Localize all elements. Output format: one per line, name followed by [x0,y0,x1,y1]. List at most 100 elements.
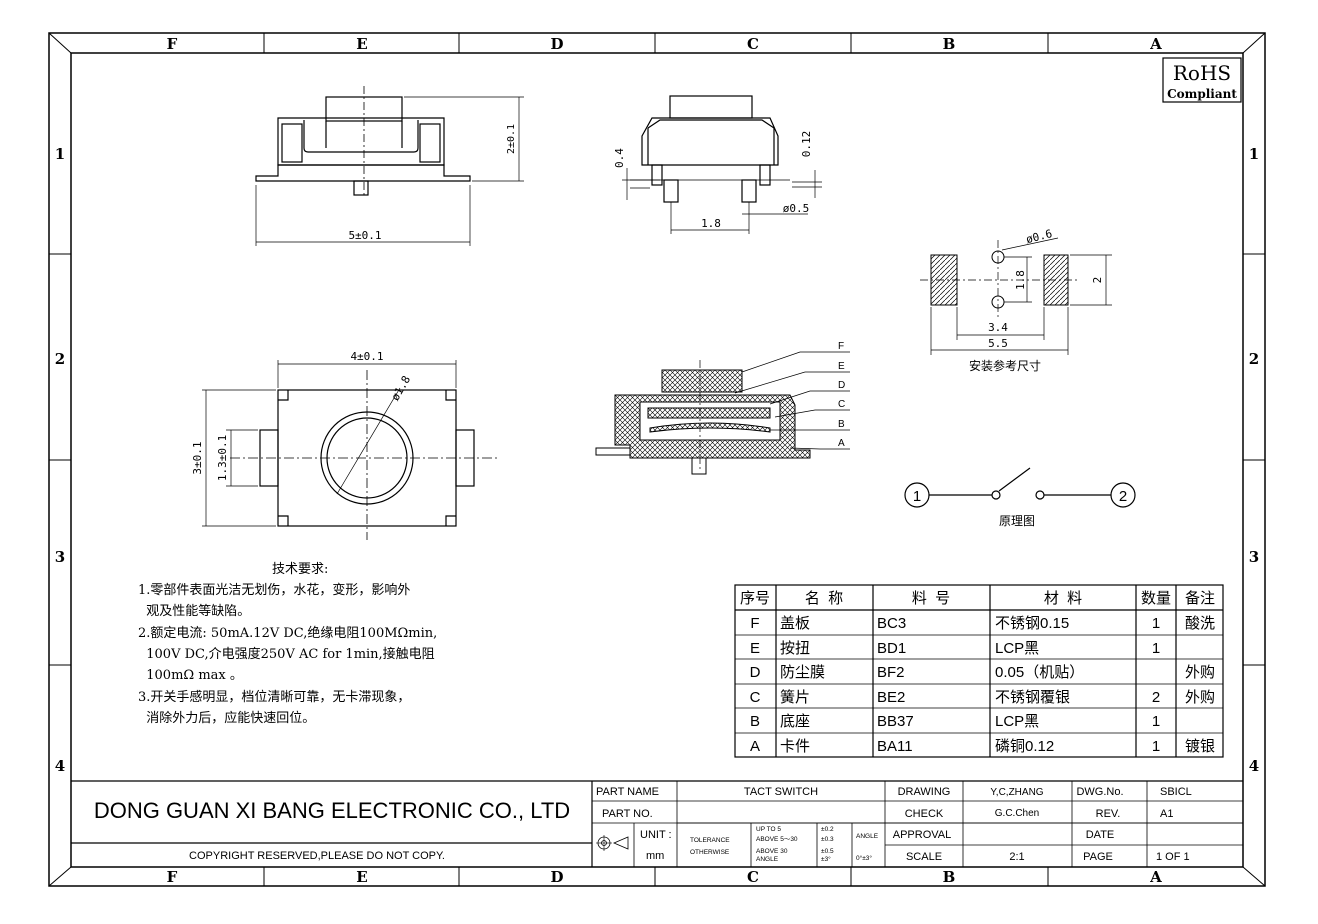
bom-cell: LCP黑 [995,640,1039,657]
angle-label: ANGLE [856,833,879,840]
schematic-pin2: 2 [1119,488,1127,505]
date-label: DATE [1086,829,1115,841]
dim-side-18: 1.8 [701,217,721,230]
tol-row: ABOVE 30 [756,848,788,855]
bom-cell: 盖板 [780,614,810,632]
dim-pad-34: 3.4 [988,321,1008,334]
schematic-pin1: 1 [913,488,921,505]
bom-cell: 卡件 [780,738,810,755]
col-label: D [550,35,563,53]
bom-cell: 不锈钢0.15 [995,615,1069,632]
row-label: 4 [55,757,65,775]
bom-cell: 外购 [1185,664,1215,681]
note-line: 100mΩ max 。 [138,668,243,683]
bom-cell: 簧片 [780,689,810,706]
scale-label: SCALE [906,851,942,863]
row-label: 3 [55,548,65,566]
dwg-no-value: SBICL [1160,786,1192,798]
rev-label: REV. [1096,808,1121,820]
rev-value: A1 [1160,808,1173,820]
bom-cell: 不锈钢覆银 [995,689,1070,706]
part-name-label: PART NAME [596,786,659,798]
dim-front-height: 2±0.1 [506,124,517,154]
unit-value: mm [646,850,664,862]
approval-label: APPROVAL [893,829,952,841]
dim-side-pin: ø0.5 [783,202,810,215]
bom-cell: 防尘膜 [780,664,825,681]
dim-side-04: 0.4 [613,148,626,168]
bom-cell: 磷铜0.12 [995,738,1054,755]
bom-cell: 按扭 [780,640,810,657]
schematic-caption: 原理图 [999,514,1035,528]
note-line: 2.额定电流: 50mA.12V DC,绝缘电阻100MΩmin, [138,625,437,641]
section-label-f: F [838,341,844,352]
bom-header-cell: 数量 [1141,590,1171,607]
bom-cell: LCP黑 [995,713,1039,730]
bom-header-cell: 名 称 [805,590,843,607]
bom-row: C 簧片 BE2 不锈钢覆银 2 外购 [750,689,1215,706]
bom-cell: BA11 [877,738,913,755]
bom-cell: BC3 [877,615,906,632]
dim-top-dia: ø1.8 [389,374,414,403]
tol-row: ±0.5 [821,848,834,855]
row-label: 1 [55,145,65,163]
dim-side-012: 0.12 [800,131,813,158]
bom-cell: E [750,640,760,657]
section-label-c: C [838,399,845,410]
sheet-frame [48,32,1266,887]
dim-top-h13: 1.3±0.1 [216,435,229,481]
section-label-a: A [838,438,845,449]
tolerance-label: TOLERANCE [690,837,730,844]
scale-value: 2:1 [1009,851,1024,863]
drawing-by: Y,C,ZHANG [990,787,1043,798]
top-view [202,360,500,540]
tol-row: ABOVE 5～30 [756,836,798,843]
bom-cell: 1 [1152,738,1160,755]
row-labels: 1 2 3 4 1 2 3 4 [55,145,1259,775]
col-label: A [1149,868,1162,886]
bom-cell: 1 [1152,713,1160,730]
pad-layout [920,237,1112,355]
notes-title: 技术要求: [272,562,328,577]
bom-header-cell: 料 号 [912,590,950,607]
note-line: 3.开关手感明显，档位清晰可靠，无卡滞现象， [138,689,410,705]
note-line: 消除外力后，应能快速回位。 [138,710,315,726]
copyright-text: COPYRIGHT RESERVED,PLEASE DO NOT COPY. [189,850,445,862]
side-view [622,95,822,234]
bom-header-cell: 备注 [1185,590,1215,607]
bom-table [734,584,1224,758]
bom-cell: C [750,689,761,706]
tol-row: ±0.3 [821,836,834,843]
page-label: PAGE [1083,851,1113,863]
col-label: C [747,35,759,53]
bom-row: A 卡件 BA11 磷铜0.12 1 镀银 [750,738,1215,755]
dim-pad-2: 2 [1091,277,1104,284]
rohs-badge: RoHS Compliant [1162,57,1242,103]
col-label: B [943,35,956,53]
col-label: F [167,35,178,53]
col-label: D [550,868,563,886]
row-label: 2 [1249,350,1259,368]
dim-front-width: 5±0.1 [348,229,381,242]
bom-rows: F 盖板 BC3 不锈钢0.15 1 酸洗 E 按扭 BD1 LCP黑 1 D … [750,614,1215,755]
bom-row: B 底座 BB37 LCP黑 1 [750,713,1160,730]
section-labels: F E D C B A [838,341,845,449]
row-label: 1 [1249,145,1259,163]
section-label-e: E [838,361,845,372]
bom-cell: 酸洗 [1185,615,1215,632]
col-label: B [943,868,956,886]
bom-cell: 外购 [1185,689,1215,706]
row-label: 4 [1249,757,1259,775]
bom-row: D 防尘膜 BF2 0.05（机贴） 外购 [750,664,1215,681]
row-label: 3 [1249,548,1259,566]
angle-value: 0°±3° [856,854,872,862]
tol-row: ANGLE [756,856,779,863]
col-label: A [1149,35,1162,53]
title-block-fields: PART NAME TACT SWITCH PART NO. UNIT : mm… [596,786,1192,863]
note-line: 100V DC,介电强度250V AC for 1min,接触电阻 [138,646,435,662]
page-value: 1 OF 1 [1156,851,1190,863]
bom-cell: B [750,713,760,730]
pad-caption: 安装参考尺寸 [969,358,1041,373]
bom-cell: F [750,615,759,632]
